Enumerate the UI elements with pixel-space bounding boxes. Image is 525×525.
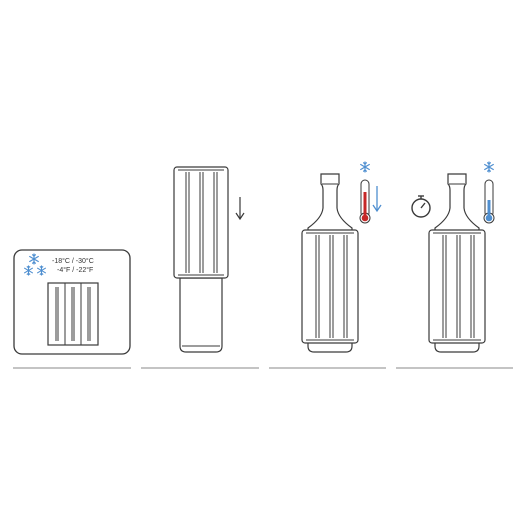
cooling-sleeve (173, 166, 229, 279)
freezer-fahrenheit-label: -4°F / -22°F (57, 266, 93, 274)
thermometer-cold-icon (483, 179, 495, 224)
step-3-chill (301, 161, 382, 353)
step-1-freezer: -18°C / -30°C -4°F / -22°F (13, 249, 131, 355)
freezer-celsius-label: -18°C / -30°C (52, 257, 94, 265)
step-4-ready (411, 161, 495, 353)
snowflake-icon (484, 161, 494, 173)
arrow-down-icon (372, 186, 382, 213)
snowflake-icon (360, 161, 370, 173)
bottle-base (179, 277, 223, 353)
cooling-sleeve (428, 229, 486, 344)
cooling-sleeve-flat (47, 282, 99, 346)
thermometer-warm-icon (359, 179, 371, 224)
cooling-sleeve (301, 229, 359, 344)
stopwatch-icon (411, 195, 431, 218)
arrow-down-icon (235, 197, 245, 221)
step-2-slide-sleeve (173, 166, 245, 353)
